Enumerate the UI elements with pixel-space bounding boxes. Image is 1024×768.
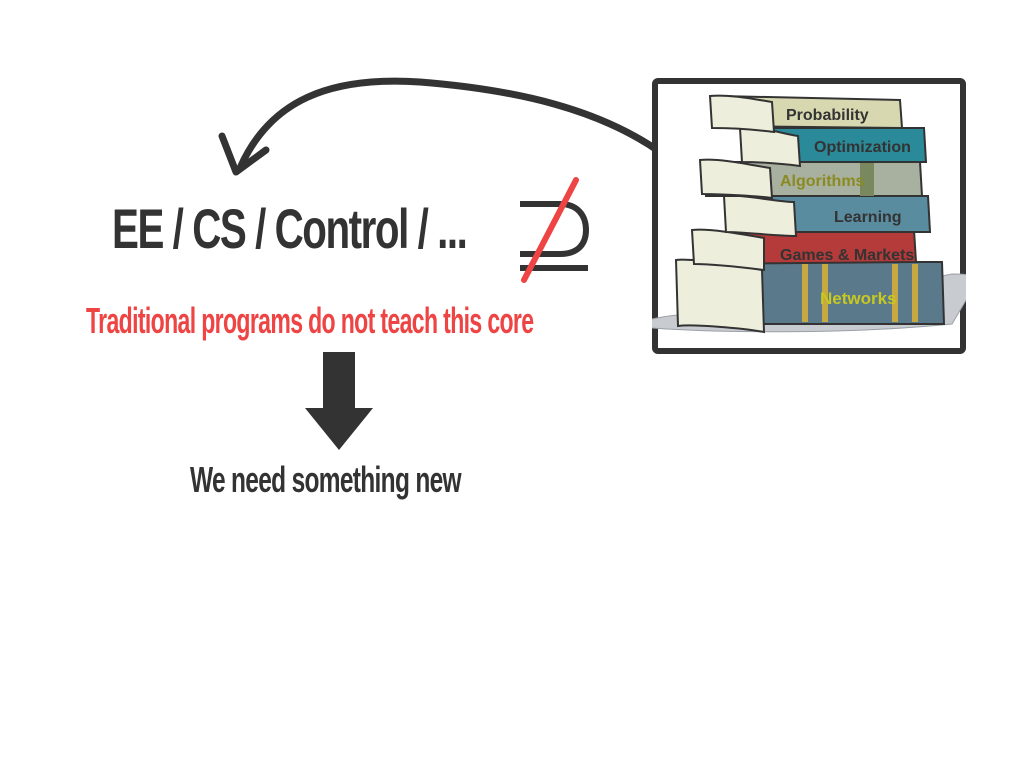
book-games-markets: Games & Markets bbox=[690, 228, 918, 272]
book-algorithms: Algorithms bbox=[698, 158, 924, 200]
book-probability: Probability bbox=[708, 94, 904, 134]
subtitle-text: Traditional programs do not teach this c… bbox=[86, 300, 534, 341]
book-label: Probability bbox=[786, 107, 869, 124]
book-label: Algorithms bbox=[780, 173, 865, 190]
book-label: Optimization bbox=[814, 139, 911, 156]
book-label: Games & Markets bbox=[780, 247, 914, 264]
slide-heading: EE / CS / Control / ... bbox=[112, 197, 468, 260]
book-networks: Networks bbox=[674, 258, 946, 334]
book-label: Learning bbox=[834, 209, 902, 226]
book-optimization: Optimization bbox=[738, 126, 928, 168]
book-stack-icon: Networks Games & Markets Learning Algori… bbox=[652, 78, 966, 354]
not-superset-icon bbox=[520, 177, 590, 283]
conclusion-text: We need something new bbox=[190, 459, 462, 500]
down-arrow-icon bbox=[305, 352, 373, 450]
book-learning: Learning bbox=[722, 194, 932, 238]
book-label: Networks bbox=[820, 289, 897, 308]
